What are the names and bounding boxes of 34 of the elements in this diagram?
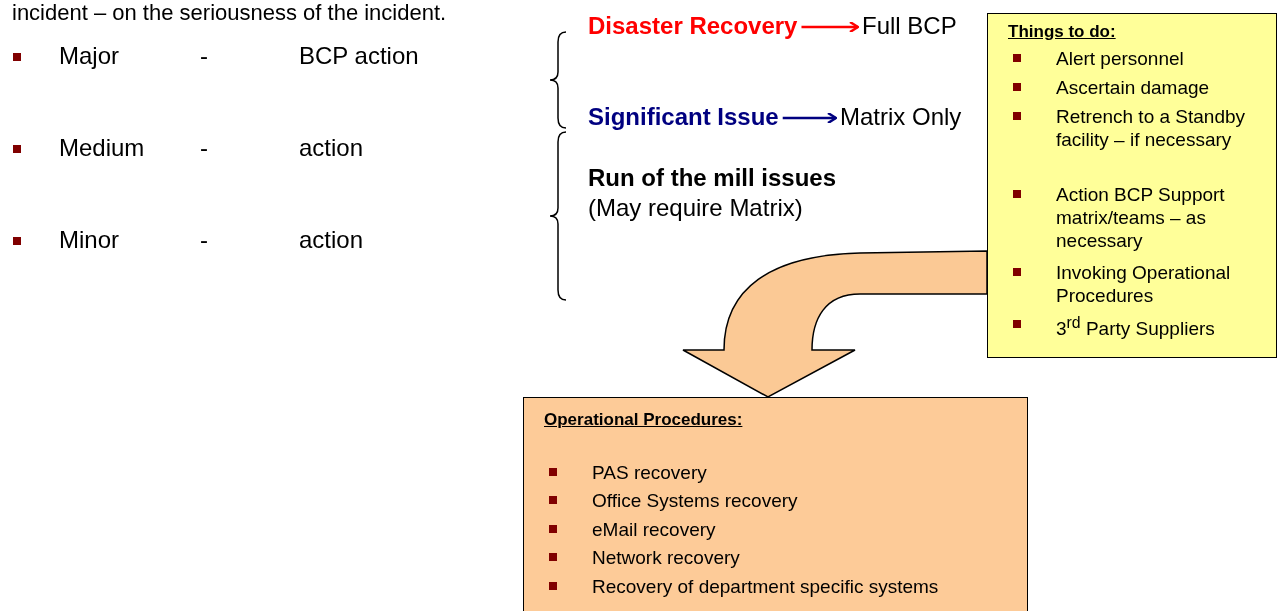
category-text: Full BCP — [862, 12, 957, 40]
dash-text: - — [200, 134, 208, 162]
dash-text: - — [200, 226, 208, 254]
arrow — [801, 20, 860, 34]
action-text: BCP action — [299, 42, 419, 70]
list-item: Ascertain damage — [1056, 77, 1211, 100]
list-item: Recovery of department specific systems — [592, 576, 940, 599]
list-item: Retrench to a Standby facility – if necessary — [1056, 106, 1247, 152]
category-text: Matrix Only — [840, 103, 962, 131]
note-box — [987, 13, 1277, 358]
group-note: (May require Matrix) — [588, 194, 803, 222]
severity-text: Major — [59, 42, 119, 70]
severity-text: Minor — [59, 226, 119, 254]
action-text: action — [299, 134, 364, 162]
list-item: Invoking Operational Procedures — [1056, 262, 1232, 308]
list-item: Network recovery — [592, 547, 741, 570]
curved-arrow — [682, 250, 988, 398]
note-box — [523, 397, 1028, 611]
list-item: 3$^{rd}$ Party Suppliers — [1056, 314, 1216, 342]
list-item: PAS recovery — [592, 462, 708, 485]
list-item: eMail recovery — [592, 519, 717, 542]
list-item: Action BCP Support matrix/teams – as necessary — [1056, 184, 1226, 253]
severity-text: Medium — [59, 134, 145, 162]
box-heading: Operational Procedures: — [544, 410, 743, 430]
action-text: action — [299, 226, 364, 254]
arrow — [782, 111, 838, 125]
dash-text: - — [200, 42, 208, 70]
group-heading: Run of the mill issues — [588, 164, 837, 192]
category-text: Significant Issue — [588, 103, 779, 131]
intro-text: incident – on the seriousness of the incident. — [12, 0, 447, 26]
list-item: Office Systems recovery — [592, 490, 799, 513]
category-text: Disaster Recovery — [588, 12, 798, 40]
box-heading: Things to do: — [1008, 22, 1116, 42]
list-item: Alert personnel — [1056, 48, 1185, 71]
